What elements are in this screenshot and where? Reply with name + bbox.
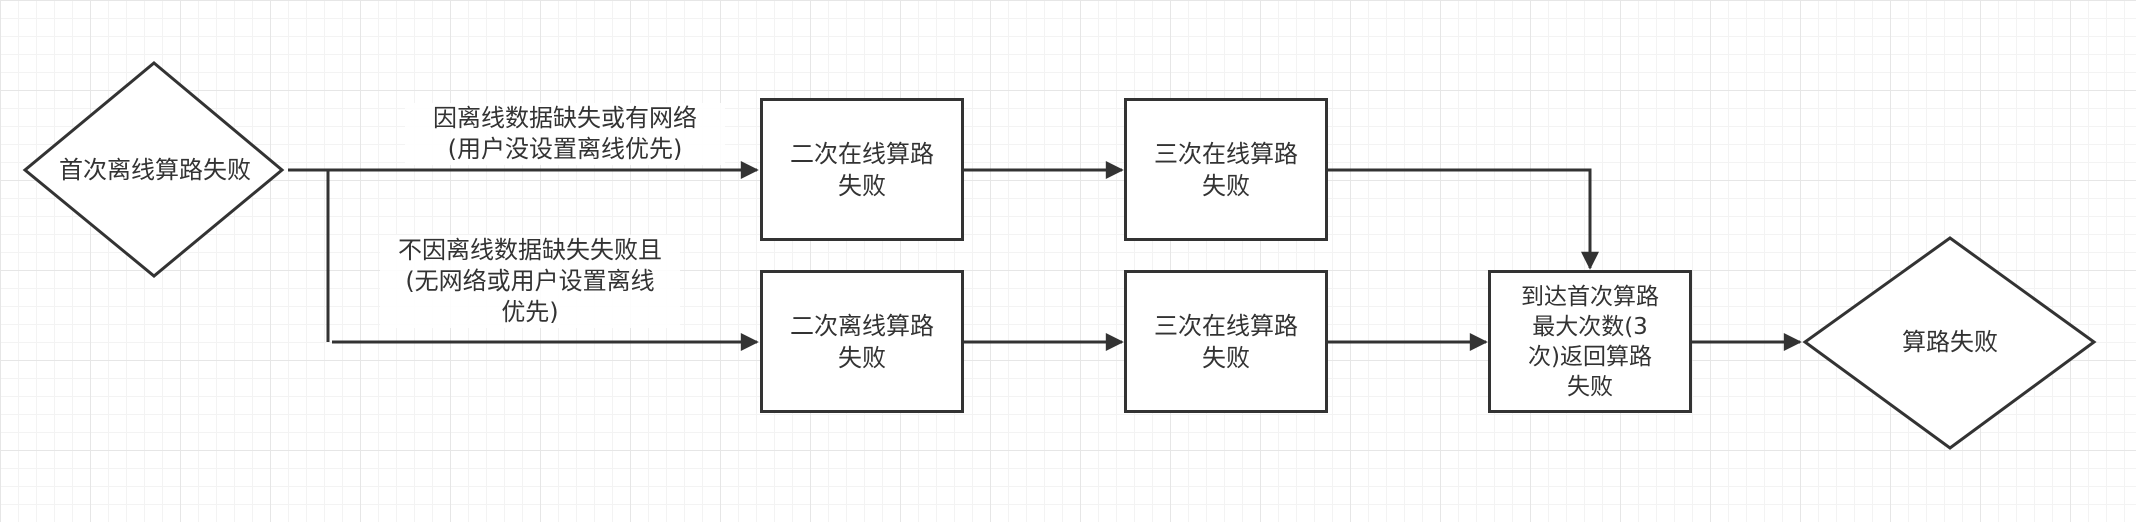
node-offline2-label: 二次离线算路 失败 <box>790 311 934 372</box>
node-online2-label: 二次在线算路 失败 <box>790 139 934 200</box>
node-max-return-label: 到达首次算路 最大次数(3 次)返回算路 失败 <box>1521 283 1659 400</box>
end-diamond-shape[interactable] <box>1802 236 2097 450</box>
start-node-label: 首次离线算路失败 <box>59 156 251 184</box>
node-max-return[interactable]: 到达首次算路 最大次数(3 次)返回算路 失败 <box>1488 270 1692 413</box>
node-online2[interactable]: 二次在线算路 失败 <box>760 98 964 241</box>
edge-online3-top-to-max <box>1327 168 1599 270</box>
end-node-label: 算路失败 <box>1902 328 1998 356</box>
node-offline2[interactable]: 二次离线算路 失败 <box>760 270 964 413</box>
node-online3-top-label: 三次在线算路 失败 <box>1154 139 1298 200</box>
edge-label-bottom: 不因离线数据缺失失败且 (无网络或用户设置离线 优先) <box>380 235 680 328</box>
node-online3-bottom[interactable]: 三次在线算路 失败 <box>1124 270 1328 413</box>
edge-label-top: 因离线数据缺失或有网络 (用户没设置离线优先) <box>405 103 725 165</box>
start-diamond-shape[interactable] <box>22 61 285 278</box>
node-online3-bottom-label: 三次在线算路 失败 <box>1154 311 1298 372</box>
node-online3-top[interactable]: 三次在线算路 失败 <box>1124 98 1328 241</box>
